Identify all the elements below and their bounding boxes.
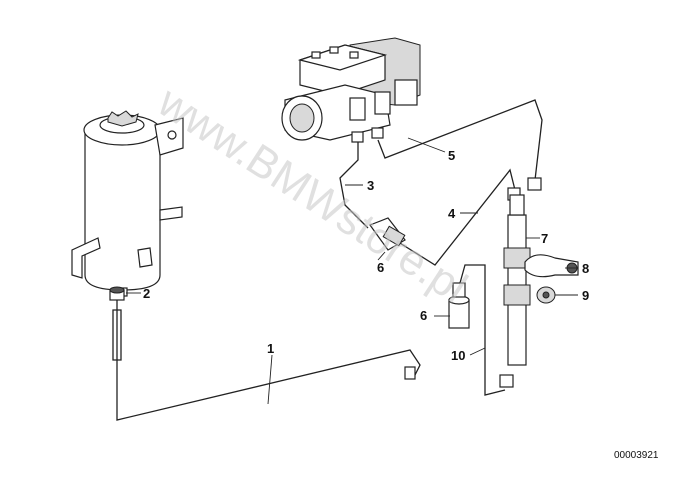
union-connector-6a[interactable]: [369, 217, 406, 251]
callout-9: 9: [582, 288, 589, 303]
union-connector-6b[interactable]: [448, 282, 470, 329]
leader-lines: [126, 137, 578, 405]
brake-line-5[interactable]: [371, 99, 543, 191]
hose-clip-8[interactable]: [524, 254, 579, 278]
callout-2: 2: [143, 286, 150, 301]
callout-8: 8: [582, 261, 589, 276]
callout-7: 7: [541, 231, 548, 246]
brake-hose-7[interactable]: [503, 194, 531, 366]
callout-1: 1: [267, 341, 274, 356]
callout-3: 3: [367, 178, 374, 193]
grommet-9[interactable]: [536, 286, 556, 304]
callout-4: 4: [448, 206, 456, 221]
brake-line-1[interactable]: [112, 300, 421, 421]
nut-2[interactable]: [109, 286, 125, 301]
callout-10: 10: [451, 348, 465, 363]
brake-line-3[interactable]: [339, 131, 369, 229]
fluid-reservoir[interactable]: [71, 110, 184, 297]
callout-5: 5: [448, 148, 455, 163]
document-number: 00003921: [614, 450, 659, 461]
callout-6-upper: 6: [377, 260, 384, 275]
callout-6-lower: 6: [420, 308, 427, 323]
hydraulic-unit[interactable]: [281, 37, 421, 141]
brake-line-10[interactable]: [459, 264, 514, 396]
